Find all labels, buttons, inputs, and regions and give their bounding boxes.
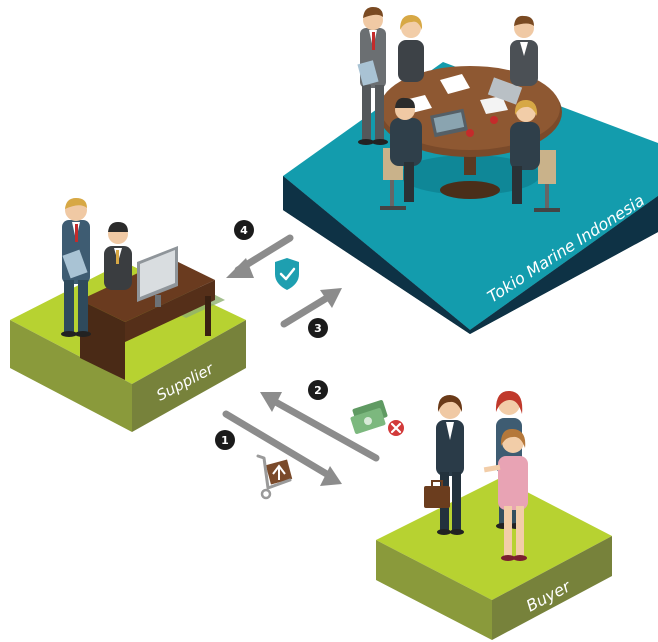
person-standing-supervisor xyxy=(61,198,91,337)
step-badge-1: 1 xyxy=(215,430,235,450)
cart-package-icon xyxy=(256,454,293,500)
monitor-stand xyxy=(155,295,161,307)
person-seated xyxy=(510,99,540,204)
person-seated-at-desk xyxy=(104,222,132,290)
buyer-scene xyxy=(424,390,528,561)
laptop xyxy=(487,77,523,105)
table-base xyxy=(440,181,500,199)
buyer-platform-top xyxy=(376,478,612,600)
cash-cancel-icon xyxy=(350,400,404,436)
svg-text:4: 4 xyxy=(240,224,248,237)
desk-leg xyxy=(205,296,211,336)
coffee-cup xyxy=(459,77,465,83)
flow-arrows xyxy=(222,234,380,486)
arrow-step-1 xyxy=(222,410,342,486)
insurer-platform-front-side-fill xyxy=(283,176,658,334)
briefcase-icon xyxy=(424,486,450,508)
svg-text:2: 2 xyxy=(314,384,322,397)
buyer-platform: Buyer xyxy=(376,478,612,640)
paper xyxy=(480,96,508,114)
desk-side xyxy=(125,280,215,342)
step-badge-3: 3 xyxy=(308,318,328,338)
person-standing-presenter xyxy=(357,7,388,145)
step-badge-2: 2 xyxy=(308,380,328,400)
laptop-screen xyxy=(433,112,465,133)
buyer-platform-left-side xyxy=(376,540,492,640)
svg-text:3: 3 xyxy=(314,322,322,335)
monitor-screen xyxy=(140,250,175,297)
step-badge-4: 4 xyxy=(234,220,254,240)
coffee-cup xyxy=(490,116,498,124)
supplier-platform-left-side xyxy=(10,320,132,432)
person-seated xyxy=(398,14,424,82)
office-scene xyxy=(61,198,225,380)
chair xyxy=(534,150,560,212)
svg-text:1: 1 xyxy=(221,434,229,447)
arrow-step-4 xyxy=(226,234,294,278)
person-seated xyxy=(510,15,538,86)
desk-front xyxy=(80,300,125,380)
coffee-cup xyxy=(466,129,474,137)
buyer-platform-front-side xyxy=(492,536,612,640)
person-seated xyxy=(390,97,422,202)
supplier-platform-front-side xyxy=(132,320,246,432)
person-buyer-briefcase xyxy=(424,395,464,535)
arrow-step-3 xyxy=(280,288,342,328)
arrow-step-2 xyxy=(260,392,380,462)
shield-check-icon xyxy=(275,258,299,290)
person-buyer-pink xyxy=(483,428,528,561)
meeting-scene xyxy=(357,7,562,212)
